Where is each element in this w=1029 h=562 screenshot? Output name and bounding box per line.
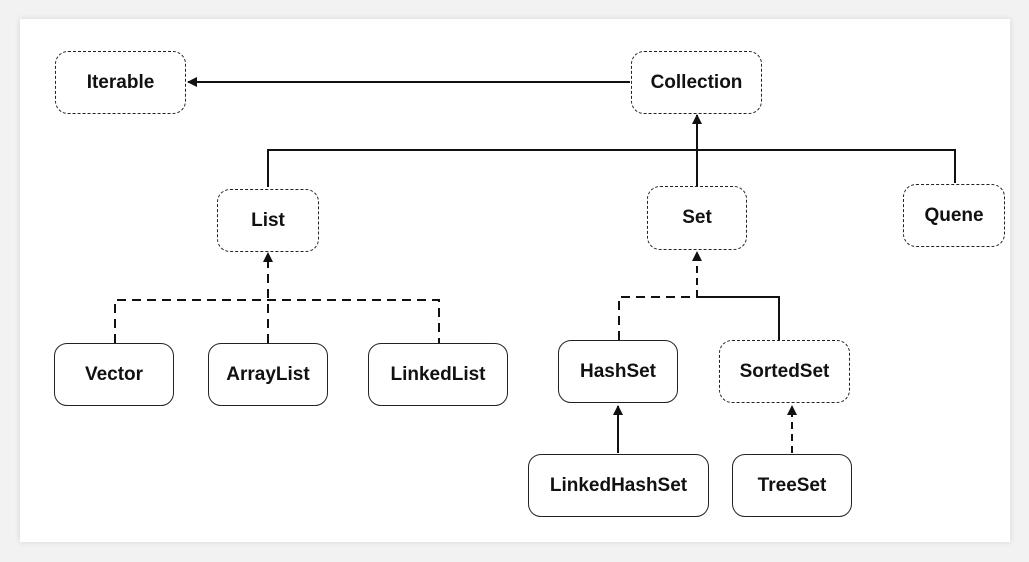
node-linkedlist: LinkedList <box>368 343 508 406</box>
node-linkedhashset: LinkedHashSet <box>528 454 709 517</box>
node-sortedset: SortedSet <box>719 340 850 403</box>
node-iterable: Iterable <box>55 51 186 114</box>
node-collection: Collection <box>631 51 762 114</box>
node-hashset: HashSet <box>558 340 678 403</box>
node-list: List <box>217 189 319 252</box>
edge-bracket-collection <box>267 149 956 187</box>
node-arraylist: ArrayList <box>208 343 328 406</box>
edge-hashset-set <box>618 296 697 340</box>
node-vector: Vector <box>54 343 174 406</box>
edge-sortedset-set <box>697 296 780 340</box>
node-quene: Quene <box>903 184 1005 247</box>
node-treeset: TreeSet <box>732 454 852 517</box>
edge-bracket-list <box>114 299 440 343</box>
node-set: Set <box>647 186 747 250</box>
